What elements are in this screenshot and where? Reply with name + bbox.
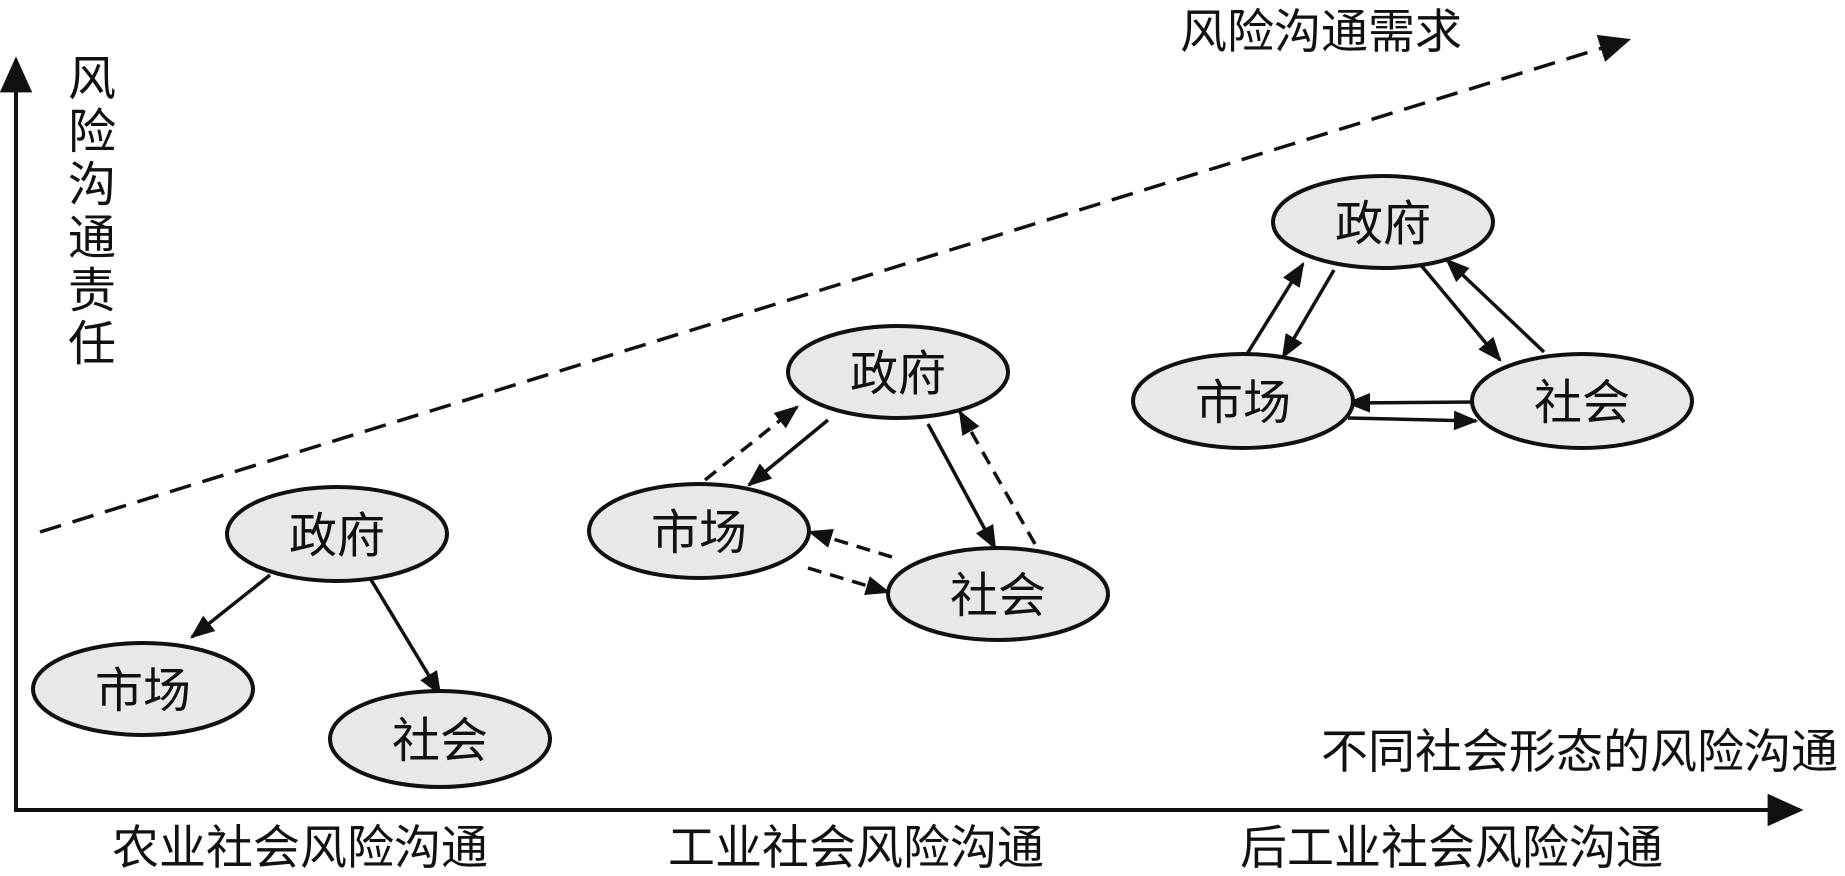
node-market-label: 市场: [1195, 375, 1291, 431]
node-society: [1470, 352, 1694, 450]
stage-label-post-industrial: 后工业社会风险沟通: [1240, 821, 1663, 876]
node-gov: [1271, 174, 1495, 270]
node-gov-label: 政府: [289, 508, 385, 564]
node-society-label: 社会: [950, 568, 1046, 624]
stage-industrial: 政府 市场 社会: [587, 324, 1110, 642]
stage-label-industrial: 工业社会风险沟通: [668, 821, 1044, 876]
node-gov: [786, 324, 1010, 420]
node-gov-label: 政府: [850, 346, 946, 402]
node-society: [886, 546, 1110, 642]
stage-post-industrial: 政府 市场 社会: [1131, 174, 1694, 450]
node-market: [31, 641, 255, 737]
trend-label: 风险沟通需求: [1180, 5, 1462, 60]
y-axis-label: 风险沟通责任: [68, 51, 116, 372]
node-market: [587, 482, 811, 580]
trend-line: [39, 34, 1632, 534]
node-society: [328, 689, 552, 789]
node-gov-label: 政府: [1335, 196, 1431, 252]
node-gov: [225, 485, 449, 583]
node-market-label: 市场: [651, 505, 747, 561]
node-market-label: 市场: [95, 663, 191, 719]
node-market: [1131, 352, 1355, 450]
stage-agricultural: 政府 市场 社会: [31, 485, 552, 789]
node-society-label: 社会: [1534, 375, 1630, 431]
node-society-label: 社会: [392, 713, 488, 769]
x-axis-label: 不同社会形态的风险沟通: [1321, 725, 1838, 780]
stage-label-agricultural: 农业社会风险沟通: [112, 821, 488, 876]
